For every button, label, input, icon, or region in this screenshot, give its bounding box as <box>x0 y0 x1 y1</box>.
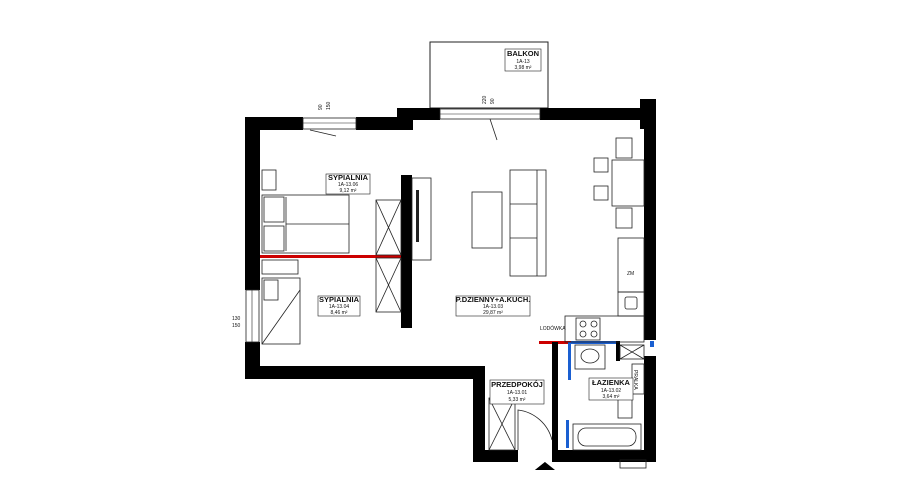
kitchen-cabinet <box>617 237 645 293</box>
single-bed <box>261 277 301 345</box>
vent-box <box>619 459 647 469</box>
pillow-3 <box>263 279 279 301</box>
wall-bottom-bath <box>552 450 656 462</box>
bedroom-lower-area: 8,46 m² <box>331 310 348 316</box>
bedroom-lower-code: 1A-13.04 <box>329 304 350 310</box>
fridge-label: LODÓWKA <box>540 325 566 332</box>
wall-right-lower <box>644 356 656 461</box>
living-code: 1A-13.03 <box>483 304 504 310</box>
bathroom: PRALKA ŁAZIENKA 1A-13.02 3,64 m² <box>572 344 647 469</box>
label-box-bedroom-upper <box>325 173 371 195</box>
chair-4 <box>615 207 633 229</box>
window-top-dim-b: 150 <box>326 101 332 110</box>
balcony-label-box <box>504 48 542 72</box>
bedroom-lower: SYPIALNIA 1A-13.04 8,46 m² <box>261 257 402 345</box>
dishwasher-label: ZM <box>627 271 634 277</box>
washbasin <box>574 344 606 370</box>
label-box-hall <box>489 379 545 405</box>
pillow-1 <box>263 196 285 223</box>
sink-icon <box>624 296 638 310</box>
sink-unit <box>617 291 645 317</box>
wall-bottom-bedroom <box>245 366 473 379</box>
bath-name: ŁAZIENKA <box>592 378 630 387</box>
wall-top-1 <box>245 117 303 130</box>
dining-table <box>611 159 645 207</box>
living-name: P.DZIENNY+A.KUCH. <box>456 295 531 304</box>
wall-hall-left <box>473 366 485 462</box>
window-balcony-dim-b: 90 <box>490 98 496 104</box>
cooktop <box>575 317 601 341</box>
wall-right-upper <box>644 100 656 340</box>
bedroom-upper-name: SYPIALNIA <box>328 173 369 182</box>
hallway: PRZEDPOKÓJ 1A-13.01 5,33 m² <box>488 379 555 470</box>
wardrobe-lower <box>375 257 402 313</box>
chair-2 <box>593 157 609 173</box>
label-box-bath <box>588 377 634 401</box>
bath-code: 1A-13.02 <box>601 388 622 394</box>
windows: 90 150 220 90 130 150 <box>232 95 541 343</box>
wall-top-pillar <box>397 108 413 130</box>
wall-top-2 <box>356 117 400 130</box>
window-left-bedroom <box>245 289 260 343</box>
window-top-bedroom <box>302 117 357 130</box>
bath-blue-line-1 <box>568 342 571 380</box>
hall-name: PRZEDPOKÓJ <box>491 380 543 389</box>
pillow-2 <box>263 225 285 252</box>
kitchen-counter <box>564 315 645 343</box>
washer-label: PRALKA <box>632 370 638 390</box>
sofa <box>509 169 547 277</box>
bath-area: 3,64 m² <box>603 394 620 400</box>
nightstand-1 <box>261 169 277 191</box>
balcony-area: 3,98 m² <box>515 65 532 71</box>
balcony-name: BALKON <box>507 49 539 58</box>
window-balcony-dim-a: 220 <box>482 95 488 104</box>
wall-bath-left <box>552 342 558 462</box>
bedroom-upper-area: 9,12 m² <box>340 188 357 194</box>
chair-3 <box>593 185 609 201</box>
bedroom-lower-name: SYPIALNIA <box>319 295 360 304</box>
tv-cabinet <box>411 177 432 261</box>
label-box-living <box>455 295 531 317</box>
bathtub <box>572 423 642 451</box>
coffee-table <box>471 191 503 249</box>
outer-walls <box>245 99 656 462</box>
chair-1 <box>615 137 633 159</box>
wall-partition-stub <box>401 366 412 379</box>
wall-left-upper <box>245 117 260 290</box>
bedroom-upper: SYPIALNIA 1A-13.06 9,12 m² <box>261 169 402 256</box>
wall-top-3 <box>413 108 440 120</box>
window-left-dim-bottom: 150 <box>232 323 241 329</box>
living-area: 29,87 m² <box>483 310 503 316</box>
balcony: BALKON 1A-13 3,98 m² <box>429 41 549 109</box>
partition-red-line <box>260 255 401 258</box>
balcony-code: 1A-13 <box>516 59 530 65</box>
tv-icon <box>416 190 419 242</box>
label-box-bedroom-lower <box>317 295 361 317</box>
hall-area: 5,33 m² <box>509 397 526 403</box>
window-left-dim-top: 130 <box>232 316 241 322</box>
interior-walls <box>260 175 654 462</box>
wall-bottom-hall <box>473 450 518 462</box>
wall-top-4 <box>540 108 640 120</box>
wardrobe-upper <box>375 199 402 256</box>
bath-blue-right <box>650 341 654 347</box>
wall-shaft <box>616 341 620 361</box>
living-room: ZM LODÓWKA P.DZIENNY+A.KUCH. 1A-13.03 29… <box>411 137 645 343</box>
bath-blue-top <box>571 341 616 344</box>
desk-lower <box>261 259 299 275</box>
wall-partition-vertical <box>401 175 412 328</box>
hall-code: 1A-13.01 <box>507 390 528 396</box>
window-top-dim-a: 90 <box>318 104 324 110</box>
shaft <box>619 344 645 360</box>
entrance-door-swing <box>517 409 553 450</box>
bath-blue-line-2 <box>566 420 569 448</box>
bedroom-upper-code: 1A-13.06 <box>338 182 359 188</box>
